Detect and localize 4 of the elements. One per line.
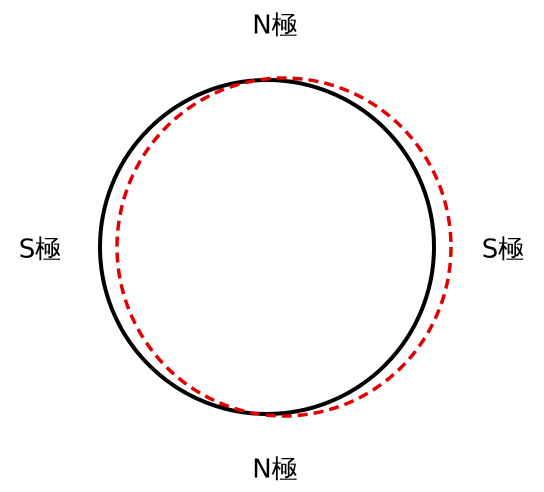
pole-label: N極 [252, 12, 298, 40]
pole-label: S極 [18, 236, 62, 264]
pole-label: N極 [252, 456, 298, 484]
pole-label: S極 [482, 236, 524, 264]
